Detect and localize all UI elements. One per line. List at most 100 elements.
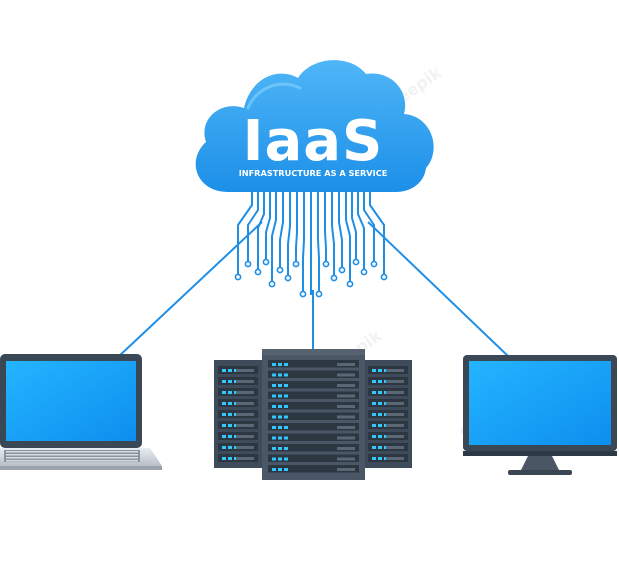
- rack-led: [278, 405, 282, 408]
- rack-units-center: [268, 360, 359, 473]
- rack-led: [272, 394, 276, 398]
- rack-vent: [337, 415, 355, 419]
- rack-unit: [268, 412, 359, 420]
- rack-vent: [337, 373, 355, 377]
- rack-led: [222, 380, 226, 383]
- rack-led: [228, 424, 232, 427]
- rack-led: [278, 373, 282, 377]
- rack-led: [372, 457, 376, 460]
- rack-vent: [236, 380, 254, 383]
- rack-unit: [268, 454, 359, 462]
- rack-units-left: [218, 366, 258, 462]
- rack-led: [278, 394, 282, 398]
- rack-led: [278, 384, 282, 387]
- rack-led: [378, 424, 382, 427]
- rack-led: [378, 446, 382, 449]
- rack-vent: [337, 394, 355, 398]
- rack-unit: [268, 444, 359, 452]
- rack-vent: [386, 435, 404, 438]
- rack-vent: [386, 446, 404, 449]
- rack-led: [372, 380, 376, 383]
- monitor-screen: [469, 361, 611, 445]
- rack-led: [284, 373, 288, 377]
- rack-led: [284, 447, 288, 450]
- rack-led: [284, 363, 288, 366]
- rack-vent: [236, 424, 254, 427]
- rack-led: [222, 435, 226, 438]
- rack-led: [372, 413, 376, 416]
- rack-led: [272, 415, 276, 419]
- rack-led: [222, 369, 226, 372]
- rack-units-right: [368, 366, 408, 462]
- rack-vent: [337, 447, 355, 450]
- rack-led: [278, 436, 282, 440]
- connector-monitor: [367, 221, 511, 359]
- rack-led: [228, 457, 232, 460]
- rack-led: [228, 369, 232, 372]
- rack-led: [372, 402, 376, 405]
- rack-vent: [236, 402, 254, 405]
- rack-led: [278, 426, 282, 429]
- rack-led: [228, 446, 232, 449]
- rack-led: [378, 391, 382, 394]
- rack-vent: [386, 457, 404, 460]
- rack-vent: [236, 446, 254, 449]
- monitor-icon: [463, 355, 617, 475]
- rack-vent: [236, 457, 254, 460]
- rack-unit: [268, 381, 359, 389]
- rack-led: [278, 468, 282, 471]
- rack-led: [372, 435, 376, 438]
- rack-vent: [386, 380, 404, 383]
- rack-led: [278, 457, 282, 461]
- rack-led: [228, 402, 232, 405]
- rack-unit: [268, 423, 359, 431]
- server-rack-icon: [214, 349, 412, 480]
- circuit-nodes: [234, 258, 388, 298]
- cloud-icon: IaaS INFRASTRUCTURE AS A SERVICE: [195, 60, 434, 192]
- rack-vent: [236, 413, 254, 416]
- rack-led: [222, 413, 226, 416]
- cloud-subtitle: INFRASTRUCTURE AS A SERVICE: [239, 168, 388, 178]
- rack-led: [272, 436, 276, 440]
- rack-led: [272, 384, 276, 387]
- rack-led: [284, 426, 288, 429]
- rack-led: [222, 391, 226, 394]
- rack-unit: [268, 391, 359, 399]
- rack-unit: [268, 465, 359, 473]
- connector-laptop: [116, 221, 263, 359]
- connection-lines: [116, 221, 511, 359]
- rack-vent: [337, 405, 355, 408]
- rack-led: [222, 424, 226, 427]
- rack-led: [222, 402, 226, 405]
- rack-vent: [337, 426, 355, 429]
- rack-led: [278, 415, 282, 419]
- rack-vent: [386, 402, 404, 405]
- rack-led: [272, 457, 276, 461]
- rack-led: [284, 384, 288, 387]
- rack-vent: [337, 468, 355, 471]
- rack-led: [378, 435, 382, 438]
- rack-led: [272, 405, 276, 408]
- rack-led: [278, 363, 282, 366]
- rack-led: [272, 426, 276, 429]
- rack-unit: [268, 402, 359, 410]
- rack-vent: [386, 369, 404, 372]
- rack-led: [378, 380, 382, 383]
- rack-vent: [337, 363, 355, 366]
- rack-led: [222, 457, 226, 460]
- rack-led: [272, 447, 276, 450]
- rack-led: [378, 369, 382, 372]
- rack-led: [284, 436, 288, 440]
- rack-unit: [268, 360, 359, 368]
- rack-vent: [236, 369, 254, 372]
- circuit-traces: [237, 190, 385, 295]
- rack-led: [228, 413, 232, 416]
- rack-vent: [337, 457, 355, 461]
- rack-led: [378, 402, 382, 405]
- rack-led: [284, 415, 288, 419]
- cloud-title: IaaS: [243, 109, 384, 174]
- rack-led: [372, 369, 376, 372]
- rack-led: [284, 457, 288, 461]
- rack-led: [272, 373, 276, 377]
